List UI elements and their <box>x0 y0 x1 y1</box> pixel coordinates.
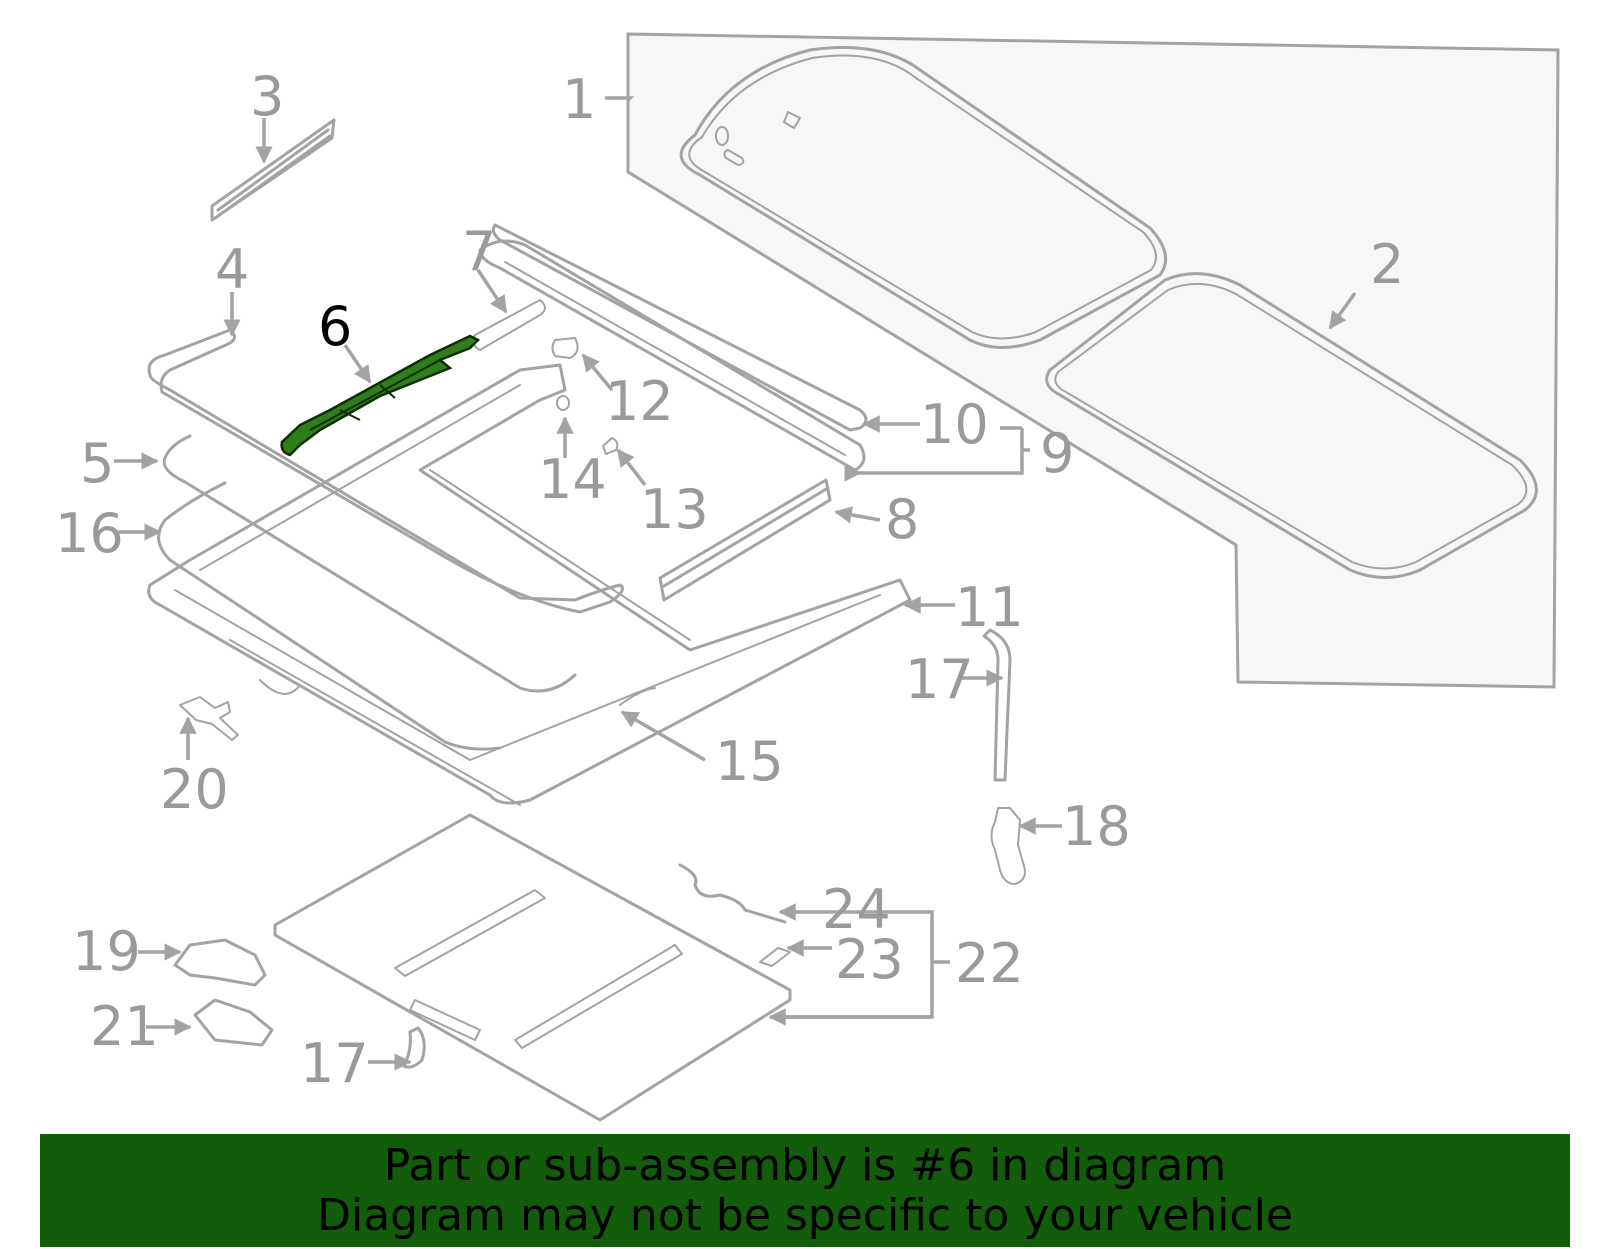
callout-10: 10 <box>920 393 989 456</box>
callout-7: 7 <box>462 220 496 283</box>
callout-2: 2 <box>1370 233 1404 296</box>
callout-23: 23 <box>835 928 904 991</box>
screw-part-14 <box>556 395 570 411</box>
callout-17-lower: 17 <box>300 1032 369 1095</box>
module-part-21 <box>193 998 274 1047</box>
callout-3: 3 <box>250 65 284 128</box>
callout-14: 14 <box>538 448 607 511</box>
callout-17-right: 17 <box>905 648 974 711</box>
drain-hose-part-17-right <box>982 628 1012 782</box>
callout-15: 15 <box>715 730 784 793</box>
callout-4: 4 <box>215 238 249 301</box>
callout-6: 6 <box>318 295 352 358</box>
sunshade-part-22 <box>273 813 792 1122</box>
wind-deflector-part-3 <box>210 118 336 222</box>
callout-9: 9 <box>1040 422 1074 485</box>
callout-11: 11 <box>955 576 1024 639</box>
callout-16: 16 <box>55 502 124 565</box>
callout-22: 22 <box>955 932 1024 995</box>
callout-8: 8 <box>885 488 919 551</box>
motor-part-19 <box>173 938 267 987</box>
glass-panel-background <box>626 32 1560 689</box>
callout-24: 24 <box>822 878 891 941</box>
leader-lines <box>114 96 1357 1071</box>
callout-20: 20 <box>160 758 229 821</box>
banner-line-1: Part or sub-assembly is #6 in diagram <box>383 1139 1227 1191</box>
drain-hose-part-16 <box>157 481 502 751</box>
bracket-part-23 <box>759 947 791 967</box>
glass-panel-part-2 <box>1045 272 1538 579</box>
cable-part-24 <box>678 863 787 924</box>
banner-line-2: Diagram may not be specific to your vehi… <box>317 1189 1293 1241</box>
cable-part-15 <box>619 687 656 706</box>
callout-5: 5 <box>80 432 114 495</box>
hinge-part-20 <box>179 696 239 741</box>
part-6-highlight <box>280 334 481 457</box>
trim-strip-part-8 <box>658 478 832 602</box>
callout-18: 18 <box>1062 795 1131 858</box>
nut-part-13 <box>602 437 619 455</box>
callout-21: 21 <box>90 995 159 1058</box>
bracket-part-7 <box>472 299 546 351</box>
info-banner: Part or sub-assembly is #6 in diagram Di… <box>40 1134 1570 1247</box>
seal-part-5 <box>162 434 577 693</box>
clip-part-12 <box>551 337 579 359</box>
callout-19: 19 <box>72 920 141 983</box>
glass-panel-part-1 <box>679 46 1168 349</box>
callout-1: 1 <box>562 68 596 131</box>
callout-12: 12 <box>605 370 674 433</box>
motor-part-18 <box>990 807 1026 885</box>
callout-labels: 1 2 3 4 5 6 7 8 9 10 11 12 13 14 15 16 1… <box>55 65 1404 1095</box>
callout-13: 13 <box>640 478 709 541</box>
sunroof-frame-part-11 <box>147 363 912 806</box>
